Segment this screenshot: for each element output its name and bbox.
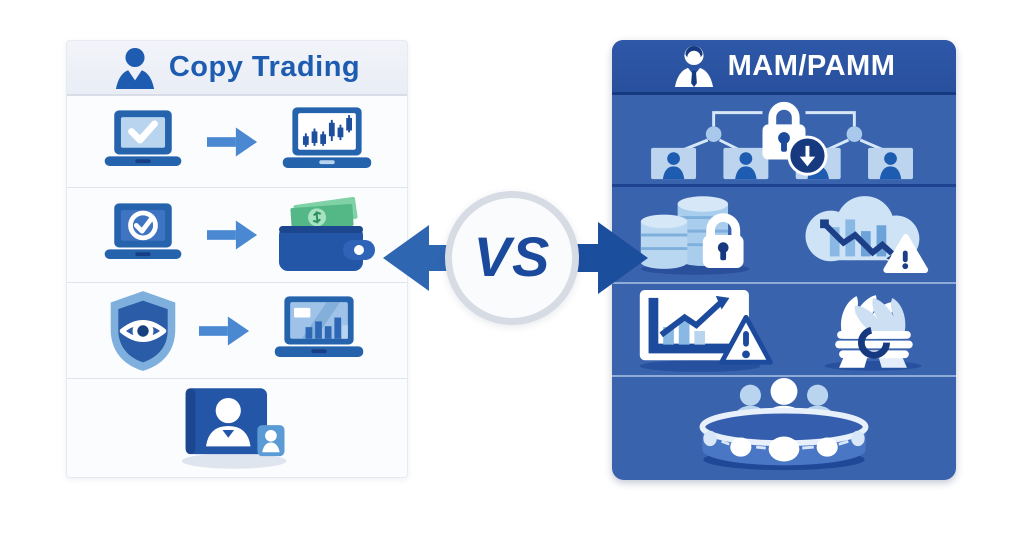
manager-person-icon xyxy=(673,44,715,88)
copy-trading-title: Copy Trading xyxy=(168,51,361,83)
cloud-decline-warning-icon xyxy=(787,192,933,278)
hierarchy-lock-icon xyxy=(634,97,934,183)
mam-row-restrictions xyxy=(612,282,956,375)
chart-warning-icon xyxy=(632,288,784,372)
id-card-icon xyxy=(174,386,300,470)
trader-person-icon xyxy=(114,46,156,90)
pooled-platform-icon xyxy=(671,377,897,473)
flow-arrow-icon xyxy=(207,125,259,159)
coins-lock-icon xyxy=(635,193,761,277)
copy-trading-header: Copy Trading xyxy=(67,41,407,96)
copy-row-trader-account xyxy=(67,378,407,477)
mam-pamm-title: MAM/PAMM xyxy=(727,49,896,82)
mam-row-hierarchy xyxy=(612,95,956,184)
copy-row-approval-to-wallet xyxy=(67,187,407,282)
vs-label: VS xyxy=(473,224,551,288)
laptop-analytics-icon xyxy=(269,295,369,366)
laptop-candlestick-icon xyxy=(277,106,377,177)
laptop-verified-icon xyxy=(97,203,189,267)
mam-row-pooled-investors xyxy=(612,375,956,472)
shield-eye-icon xyxy=(105,289,181,373)
copy-row-monitoring-to-results xyxy=(67,282,407,378)
wallet-money-icon xyxy=(277,197,377,273)
allocation-badge-icon xyxy=(787,135,828,176)
copy-trading-panel: Copy Trading xyxy=(66,40,408,478)
copy-row-signal-to-chart xyxy=(67,96,407,187)
flow-arrow-icon xyxy=(207,218,259,252)
tied-hands-icon xyxy=(810,288,936,372)
mam-row-pooled-funds xyxy=(612,184,956,282)
flow-arrow-icon xyxy=(199,314,251,348)
laptop-check-icon xyxy=(97,109,189,174)
mam-pamm-panel: MAM/PAMM xyxy=(612,40,956,480)
arrow-left-icon xyxy=(383,225,475,291)
arrow-right-icon xyxy=(552,222,648,294)
vs-badge: VS xyxy=(445,191,579,325)
mam-pamm-header: MAM/PAMM xyxy=(612,40,956,95)
